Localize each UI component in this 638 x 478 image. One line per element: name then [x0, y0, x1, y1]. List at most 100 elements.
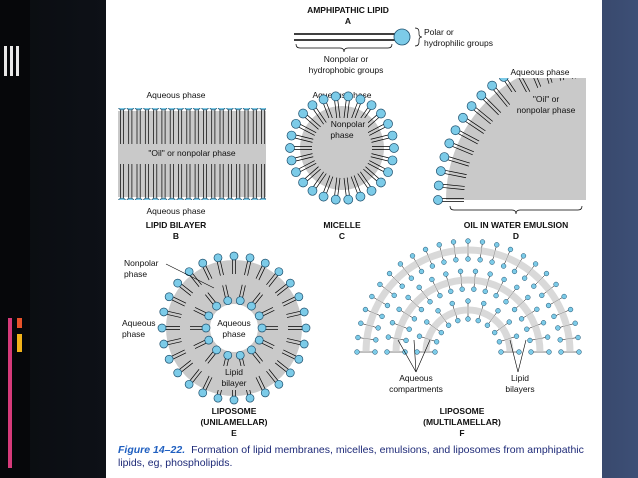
lipid-head-icon	[476, 90, 487, 101]
lipid-head-icon	[553, 50, 562, 59]
lipid-head-icon	[389, 143, 399, 153]
lipid-head-icon	[201, 197, 209, 200]
lipid-head-icon	[235, 350, 245, 360]
polar-head-icon	[393, 28, 411, 46]
panel-e-nonpolar-line1: Nonpolar	[124, 258, 159, 268]
lipid-head-icon	[259, 108, 266, 111]
liposome-lipids	[157, 251, 311, 405]
lipid-head-icon	[254, 311, 264, 321]
panel-e-letter: E	[231, 428, 237, 438]
lipid-head-icon	[151, 197, 160, 200]
panel-b-top-label: Aqueous phase	[146, 90, 205, 100]
lipid-head-icon	[260, 388, 270, 398]
lipid-head-icon	[376, 177, 386, 188]
lipid-head-icon	[450, 125, 461, 136]
lipid-head-icon	[301, 323, 311, 333]
lipid-head-icon	[184, 267, 194, 277]
panel-a-title: AMPHIPATHIC LIPID	[307, 5, 389, 15]
lipid-head-icon	[285, 368, 295, 378]
lipid-head-icon	[499, 78, 509, 82]
lipid-head-icon	[298, 108, 308, 119]
liposome-aqueous-core	[210, 304, 258, 352]
lipid-head-icon	[184, 197, 193, 200]
panel-c-top-label: Aqueous phase	[312, 90, 371, 100]
panel-f: Aqueous compartments Lipid bilayers LIPO…	[354, 238, 582, 438]
lipid-head-icon	[247, 301, 256, 311]
lipid-head-icon	[201, 108, 209, 111]
panel-a: AMPHIPATHIC LIPID A Polar or hydrophilic…	[294, 5, 493, 75]
lipid-head-icon	[223, 350, 233, 360]
panel-d-inner-line2: nonpolar phase	[517, 105, 576, 115]
lipid-head-icon	[383, 118, 393, 129]
lipid-head-icon	[458, 112, 468, 123]
slide: AMPHIPATHIC LIPID A Polar or hydrophilic…	[106, 0, 602, 478]
lipid-head-icon	[234, 197, 243, 200]
lipid-head-icon	[299, 307, 309, 317]
lipid-head-icon	[157, 323, 167, 333]
lipid-diagram: AMPHIPATHIC LIPID A Polar or hydrophilic…	[118, 5, 586, 438]
figure-caption: Figure 14–22.Formation of lipid membrane…	[118, 444, 594, 470]
lipid-head-icon	[235, 296, 245, 306]
lipid-head-icon	[234, 108, 243, 111]
panel-c: Aqueous phase Nonpolar phase MICELLE C	[285, 90, 399, 241]
lipid-head-icon	[294, 292, 304, 302]
lipid-head-icon	[330, 194, 341, 205]
panel-e-aqueous-out-line1: Aqueous	[122, 318, 156, 328]
lipid-head-icon	[151, 108, 160, 111]
decor-bar-2	[10, 46, 13, 76]
lipid-head-icon	[143, 108, 151, 111]
lipid-head-icon	[201, 323, 211, 333]
lipid-head-icon	[433, 180, 444, 191]
panel-f-compartments-line1: Aqueous	[399, 373, 433, 383]
lipid-head-icon	[539, 54, 548, 63]
lipid-head-icon	[487, 80, 497, 91]
lipid-head-icon	[198, 258, 208, 268]
panel-a-nonpolar-line1: Nonpolar or	[324, 54, 369, 64]
lipid-head-icon	[435, 166, 446, 176]
lipid-head-icon	[274, 267, 284, 277]
lipid-head-icon	[257, 323, 267, 333]
lipid-head-icon	[226, 197, 234, 200]
lipid-head-icon	[439, 152, 450, 162]
lipid-head-icon	[259, 197, 266, 200]
lipid-head-icon	[164, 354, 174, 364]
panel-c-letter: C	[339, 231, 345, 241]
lipid-head-icon	[291, 118, 301, 129]
decor-bar-1	[4, 46, 7, 76]
lipid-head-icon	[209, 197, 218, 200]
brace-emulsion	[449, 205, 583, 215]
caption-number: Figure 14–22.	[118, 444, 186, 456]
lipid-head-icon	[213, 253, 223, 263]
lipid-head-icon	[167, 197, 176, 200]
lipid-head-icon	[192, 108, 201, 111]
lipid-head-icon	[159, 197, 168, 200]
lipid-head-icon	[285, 278, 295, 288]
panel-b: Aqueous phase "Oil" or nonpolar phase Aq…	[118, 90, 266, 241]
lipid-head-icon	[212, 345, 221, 355]
lipid-head-icon	[242, 197, 251, 200]
lipid-head-icon	[387, 130, 398, 141]
lipid-head-icon	[176, 197, 184, 200]
brace-nonpolar	[295, 43, 393, 53]
lipid-head-icon	[299, 339, 309, 349]
panel-f-letter: F	[459, 428, 464, 438]
panel-d-title: OIL IN WATER EMULSION	[464, 220, 569, 230]
lipid-head-icon	[176, 108, 184, 111]
lipid-head-icon	[164, 292, 174, 302]
decor-yellow-block	[17, 334, 22, 352]
panel-c-inner-line2: phase	[330, 130, 353, 140]
lipid-head-icon	[242, 108, 251, 111]
lipid-head-icon	[366, 100, 377, 111]
brace-polar	[414, 27, 423, 47]
lipid-head-icon	[223, 296, 233, 306]
emulsion-lipids	[433, 50, 576, 205]
panel-f-title-line2: (MULTILAMELLAR)	[423, 417, 501, 427]
lipid-head-icon	[245, 393, 255, 403]
lipid-head-icon	[286, 130, 297, 141]
lipid-head-icon	[192, 197, 201, 200]
lipid-head-icon	[134, 108, 143, 111]
bilayer-lipids	[118, 108, 266, 200]
lipid-head-icon	[254, 335, 264, 345]
panel-e: Nonpolar phase Aqueous phase Aqueous pha…	[122, 251, 311, 438]
slide-edge-strip	[0, 0, 30, 478]
